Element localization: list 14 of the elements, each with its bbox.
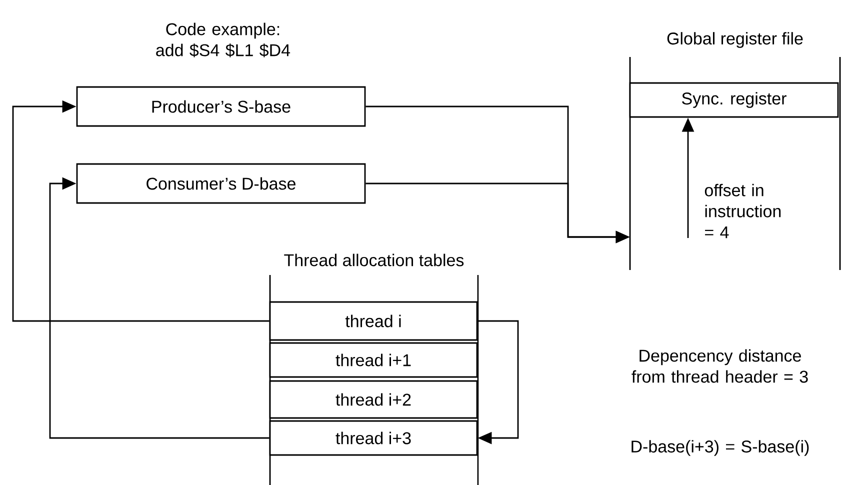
register-box: thread i+1 [269, 342, 478, 378]
register-box: thread i [269, 301, 478, 341]
register-box: thread i+3 [269, 420, 478, 456]
connector-arrow [12, 100, 270, 322]
offset-note: offset in instruction = 4 [704, 184, 781, 238]
label: Depencency distance from thread header = 3 [632, 349, 808, 383]
register-box: thread i+2 [269, 380, 478, 419]
register-box: Consumer’s D-base [76, 163, 366, 204]
register-box: Sync. register [629, 82, 839, 118]
connector-arrow [478, 320, 519, 444]
label: D-base(i+3) = S-base(i) [632, 440, 809, 456]
register-box: Producer’s S-base [76, 86, 366, 127]
label: Code example: add $S4 $L1 $D4 [156, 22, 290, 58]
connector-arrow [49, 177, 270, 439]
